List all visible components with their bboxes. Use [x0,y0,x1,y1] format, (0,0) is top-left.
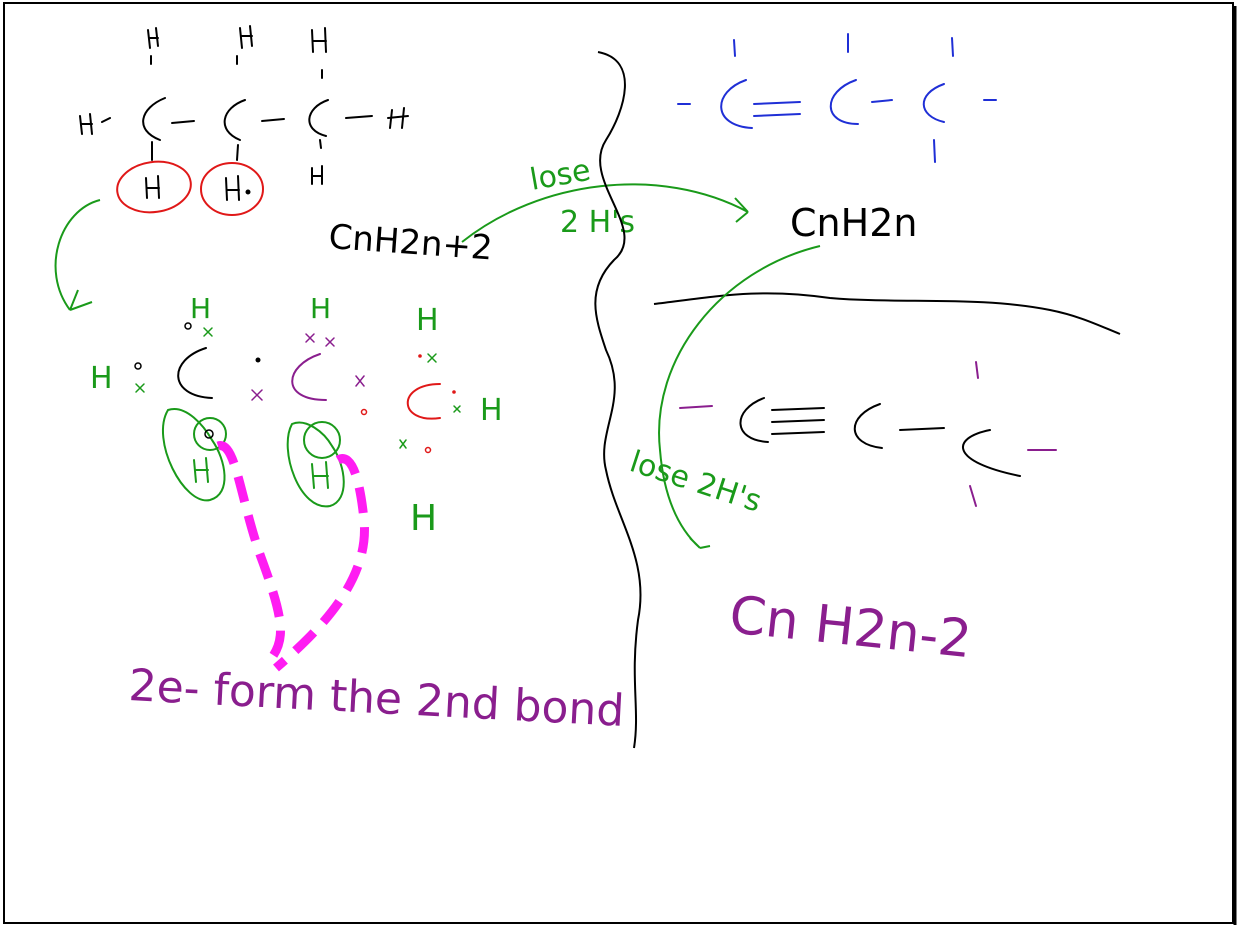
arrow-lose-2h-1 [461,183,749,243]
h-bottom-3 [311,165,323,185]
lewis-carbon-2 [291,353,327,401]
carbon-3 [308,99,329,137]
h-top-2 [239,25,253,49]
h-top-3 [311,27,327,53]
alkene-formula: CnH2n [790,201,917,245]
removed-hydrogen-circles [116,160,264,216]
h-top-1 [147,27,159,49]
arrow1-label-line2: 2 H's [560,205,635,240]
h-left [79,113,111,135]
h-loop-right [286,421,345,508]
alkyne-structure [679,361,1057,507]
carbon-a [720,79,753,129]
arrow-lose-2h-2 [658,245,821,549]
alkene-structure [677,33,997,163]
propane-structure [79,25,409,201]
electron-movement-arrows [216,441,369,672]
carbon-1 [142,97,166,141]
vertical-divider [594,51,642,749]
left-curved-arrow [54,199,101,311]
lewis-structure: H H H H H H [90,292,503,539]
board-frame [3,2,1234,924]
carbon-c [922,83,945,123]
lewis-h-2: H [310,292,331,325]
lewis-carbon-1 [177,347,213,399]
lewis-h-3: H [416,303,439,338]
lewis-h-6: H [410,498,437,539]
lewis-h-5: H [480,393,503,428]
lewis-h-1: H [190,292,211,325]
h-right [387,107,409,129]
carbon-b [829,79,859,125]
lewis-h-4: H [90,361,113,396]
horizontal-divider [653,292,1121,335]
lewis-carbon-3 [406,383,441,420]
carbon-2 [223,99,246,141]
